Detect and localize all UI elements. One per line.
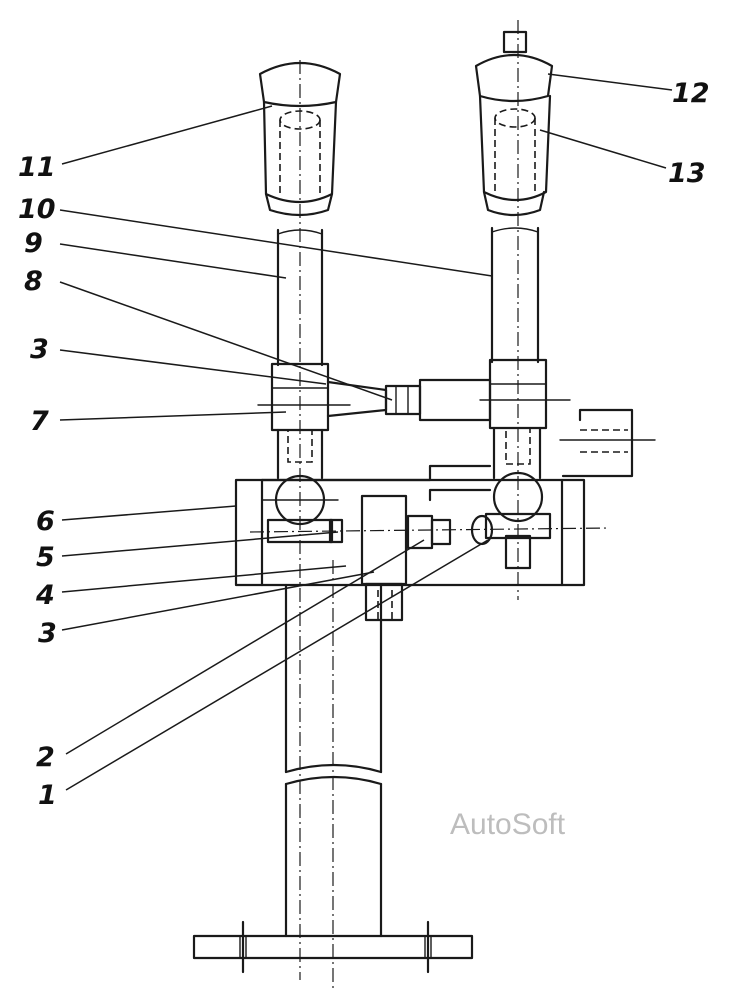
right-lever [474, 20, 571, 600]
callout-11: 11 [18, 152, 56, 183]
callout-labels: 11 10 9 8 3 7 6 5 4 3 2 1 12 13 [18, 78, 710, 811]
callout-4: 4 [35, 580, 55, 611]
callout-8: 8 [24, 266, 43, 297]
left-lever [257, 60, 351, 980]
side-bracket [559, 408, 656, 478]
callout-12: 12 [672, 78, 710, 109]
callout-6: 6 [36, 506, 55, 537]
connecting-link [326, 378, 492, 422]
callout-7: 7 [30, 406, 49, 437]
watermark-text: AutoSoft [450, 808, 566, 841]
support-column [284, 560, 383, 990]
callout-10: 10 [18, 194, 56, 225]
callout-3-upper: 3 [30, 334, 49, 365]
callout-5: 5 [36, 542, 55, 573]
callout-13: 13 [668, 158, 706, 189]
callout-9: 9 [24, 228, 43, 259]
leader-lines [59, 73, 673, 791]
callout-2: 2 [36, 742, 55, 773]
callout-3-lower: 3 [38, 618, 57, 649]
callout-1: 1 [38, 780, 57, 811]
